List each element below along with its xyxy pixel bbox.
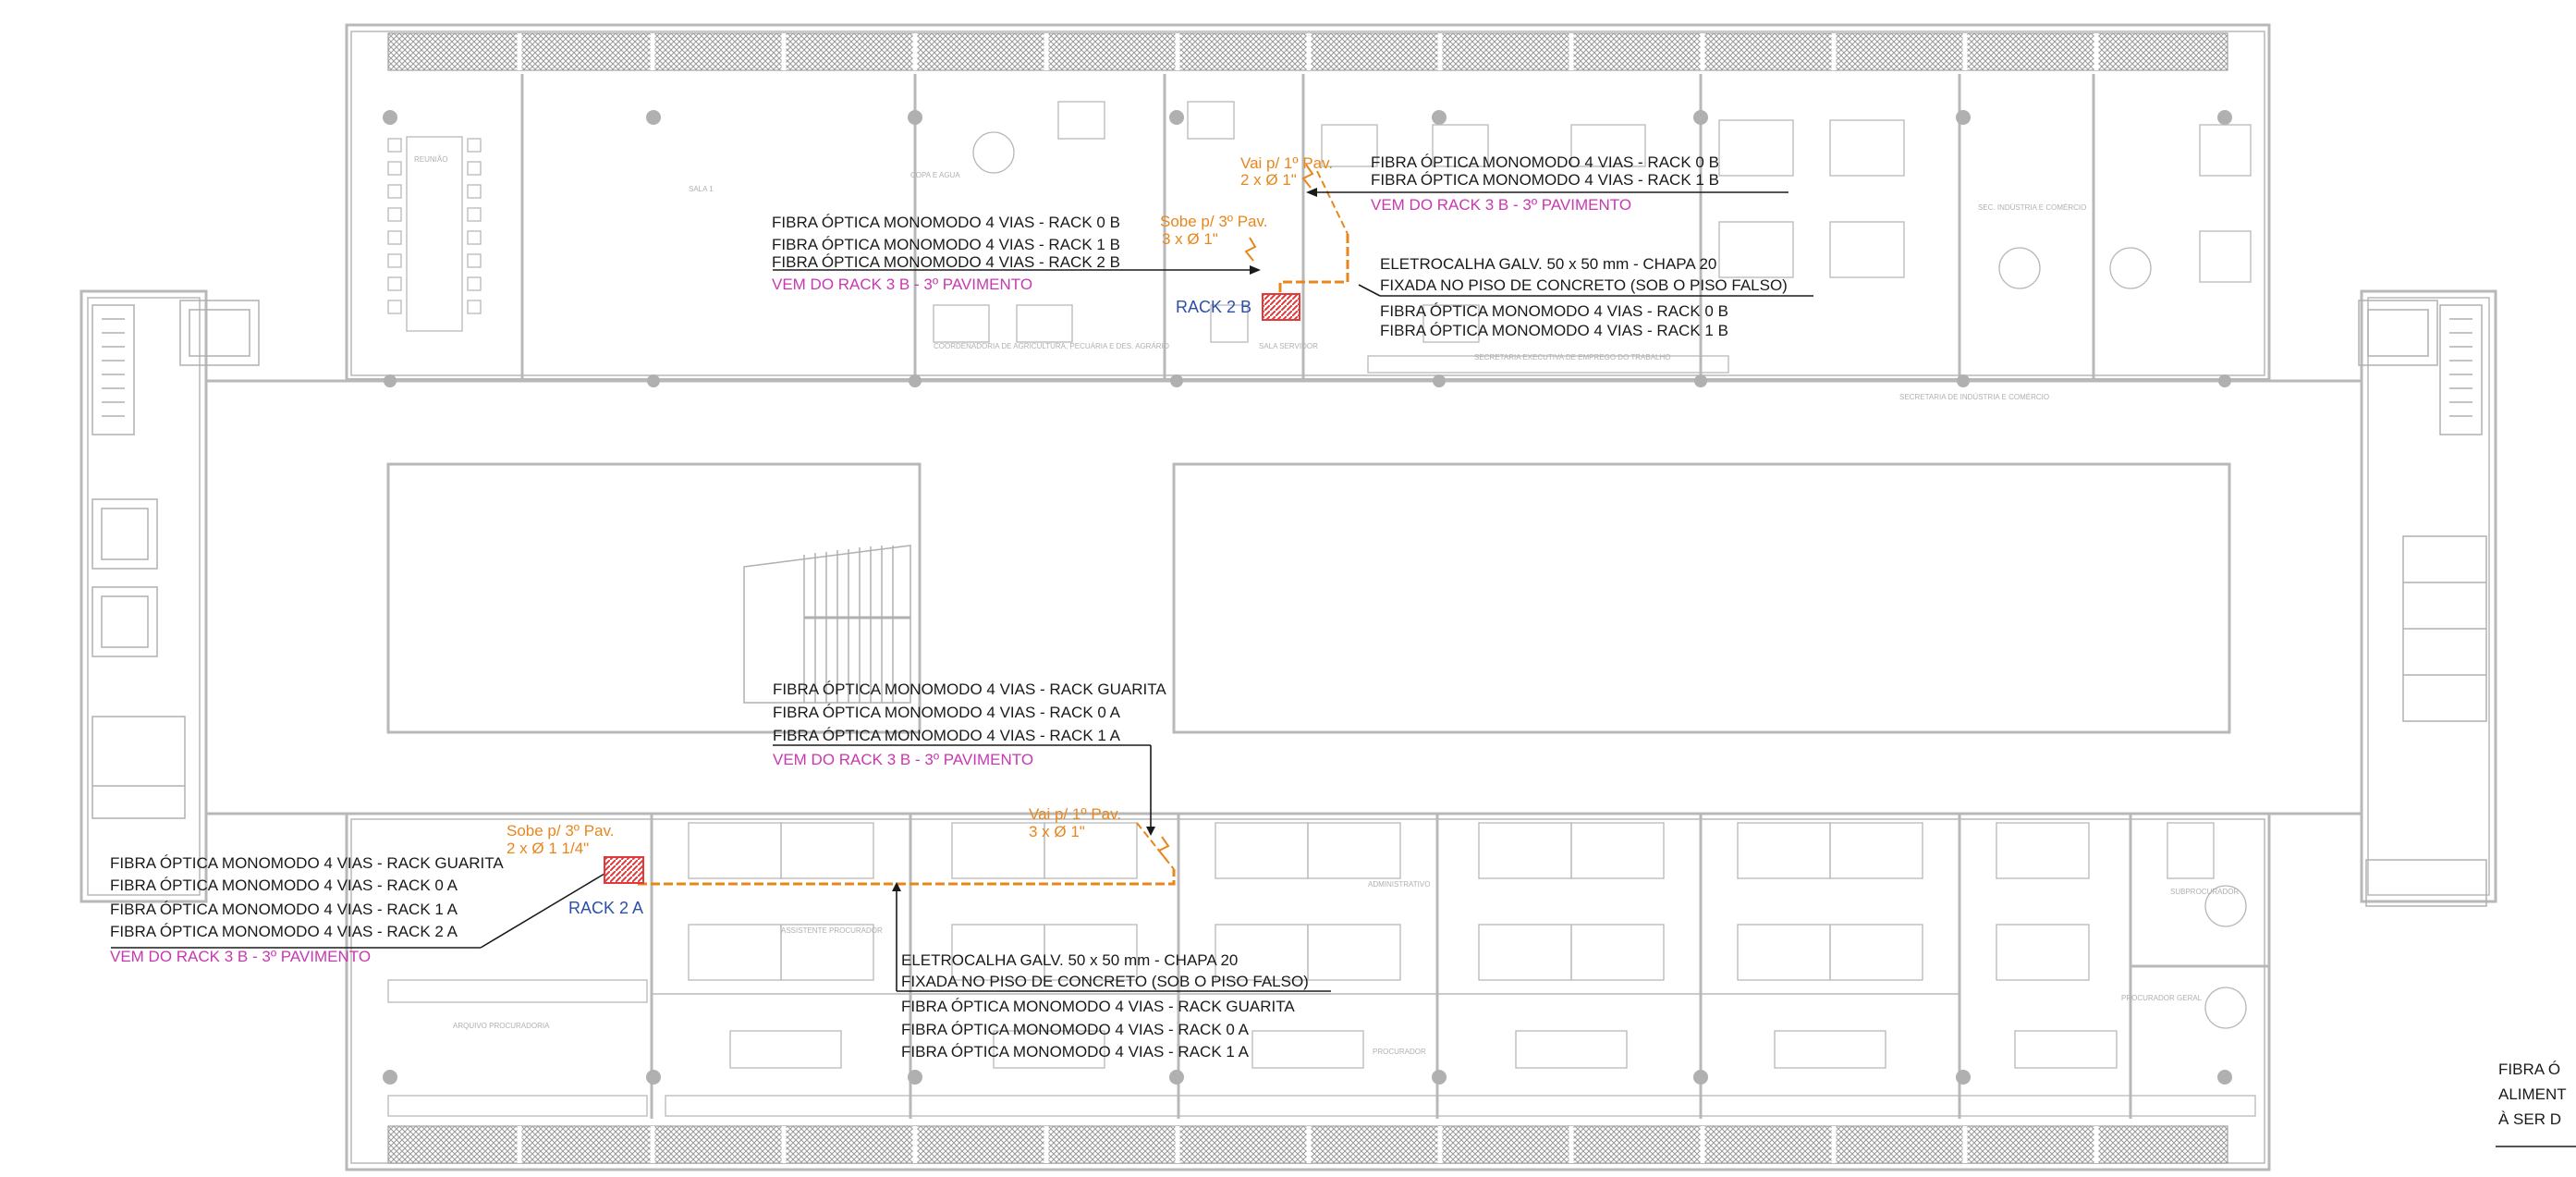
top-tray-line-1: ELETROCALHA GALV. 50 x 50 mm - CHAPA 20 <box>1380 255 1717 273</box>
cable-routes <box>111 164 2576 1147</box>
top-tray-line-2: FIXADA NO PISO DE CONCRETO (SOB O PISO F… <box>1380 276 1788 294</box>
top-left-cable-3: FIBRA ÓPTICA MONOMODO 4 VIAS - RACK 2 B <box>772 253 1120 271</box>
bottom-mid-cable-3: FIBRA ÓPTICA MONOMODO 4 VIAS - RACK 1 A <box>773 727 1120 744</box>
top-conduit-down-2: 2 x Ø 1" <box>1240 171 1297 189</box>
room-label-sec-trab: SECRETARIA EXECUTIVA DE EMPREGO DO TRABA… <box>1474 353 1671 362</box>
room-label-sala1: SALA 1 <box>689 185 714 193</box>
cable-tray-top <box>1278 234 1349 294</box>
room-label-sala-servidor: SALA SERVIDOR <box>1259 342 1318 350</box>
room-label-copa: COPA E AGUA <box>910 171 960 179</box>
top-conduit-up-2: 3 x Ø 1" <box>1162 230 1218 248</box>
left-stair-block <box>92 300 260 819</box>
furniture <box>387 101 2256 1117</box>
room-label-procurador: PROCURADOR <box>1373 1048 1426 1056</box>
leader-bottom-left-d <box>480 873 605 949</box>
room-label-subprocurador: SUBPROCURADOR <box>2170 888 2240 896</box>
room-label-reuniao: REUNIÃO <box>414 155 448 164</box>
bottom-conduit-down-2: 3 x Ø 1" <box>1029 823 1085 840</box>
bottom-tray-cable-3: FIBRA ÓPTICA MONOMODO 4 VIAS - RACK 1 A <box>901 1043 1249 1061</box>
edge-note-line-3: À SER D <box>2498 1110 2562 1128</box>
bottom-mid-cable-2: FIBRA ÓPTICA MONOMODO 4 VIAS - RACK 0 A <box>773 704 1120 721</box>
conduit-break-top-1 <box>1244 237 1257 262</box>
leader-top-tray <box>1358 284 1381 297</box>
bottom-left-origin: VEM DO RACK 3 B - 3º PAVIMENTO <box>110 948 372 965</box>
bottom-tray-cable-1: FIBRA ÓPTICA MONOMODO 4 VIAS - RACK GUAR… <box>901 998 1295 1015</box>
bottom-left-cable-4: FIBRA ÓPTICA MONOMODO 4 VIAS - RACK 2 A <box>110 923 458 940</box>
top-tray-cable-1: FIBRA ÓPTICA MONOMODO 4 VIAS - RACK 0 B <box>1380 302 1728 320</box>
central-stair <box>743 545 911 704</box>
cable-tray-bottom <box>638 869 1176 886</box>
conduit-break-bottom-2 <box>1157 836 1170 861</box>
arrow-top-right <box>1306 188 1317 197</box>
arrow-bottom-tray <box>892 882 901 891</box>
right-stair-block <box>2358 300 2487 907</box>
room-label-sec-ind: SEC. INDÚSTRIA E COMÉRCIO <box>1978 203 2087 212</box>
top-right-origin: VEM DO RACK 3 B - 3º PAVIMENTO <box>1371 196 1632 214</box>
bottom-left-cable-2: FIBRA ÓPTICA MONOMODO 4 VIAS - RACK 0 A <box>110 877 458 894</box>
room-label-sec-ind-full: SECRETARIA DE INDÚSTRIA E COMÉRCIO <box>1899 393 2050 401</box>
rack-2a-label: RACK 2 A <box>568 899 644 917</box>
rack-2a <box>604 856 644 884</box>
bottom-tray-line-2: FIXADA NO PISO DE CONCRETO (SOB O PISO F… <box>901 973 1309 990</box>
facade-panels-bottom <box>387 1125 2228 1164</box>
bottom-tray-line-1: ELETROCALHA GALV. 50 x 50 mm - CHAPA 20 <box>901 951 1239 969</box>
rack-2b <box>1262 293 1300 321</box>
bottom-conduit-up-2: 2 x Ø 1 1/4" <box>507 840 590 857</box>
arrow-top-left <box>1250 265 1261 275</box>
room-label-coord: COORDENADORIA DE AGRICULTURA, PECUÁRIA E… <box>934 342 1170 350</box>
structural-columns <box>383 110 2232 1085</box>
facade-panels-top <box>387 32 2228 71</box>
bottom-left-cable-3: FIBRA ÓPTICA MONOMODO 4 VIAS - RACK 1 A <box>110 901 458 918</box>
bottom-left-cable-1: FIBRA ÓPTICA MONOMODO 4 VIAS - RACK GUAR… <box>110 854 504 872</box>
room-label-assistente: ASSISTENTE PROCURADOR <box>781 926 883 935</box>
bottom-tray-cable-2: FIBRA ÓPTICA MONOMODO 4 VIAS - RACK 0 A <box>901 1021 1249 1038</box>
top-conduit-down-1: Vai p/ 1º Pav. <box>1240 154 1334 172</box>
top-left-cable-1: FIBRA ÓPTICA MONOMODO 4 VIAS - RACK 0 B <box>772 214 1120 231</box>
arrow-bottom-mid <box>1146 827 1155 836</box>
room-label-proc-geral: PROCURADOR GERAL <box>2121 994 2203 1002</box>
room-label-arquivo: ARQUIVO PROCURADORIA <box>453 1022 550 1030</box>
rack-2b-label: RACK 2 B <box>1176 298 1252 316</box>
top-left-origin: VEM DO RACK 3 B - 3º PAVIMENTO <box>772 276 1033 293</box>
room-label-administrativo: ADMINISTRATIVO <box>1368 880 1431 889</box>
top-right-cable-1: FIBRA ÓPTICA MONOMODO 4 VIAS - RACK 0 B <box>1371 153 1719 171</box>
conduit-break-top-2 <box>1301 164 1314 189</box>
top-left-cable-2: FIBRA ÓPTICA MONOMODO 4 VIAS - RACK 1 B <box>772 236 1120 253</box>
bottom-conduit-up-1: Sobe p/ 3º Pav. <box>507 822 615 840</box>
top-conduit-up-1: Sobe p/ 3º Pav. <box>1160 213 1268 230</box>
top-right-cable-2: FIBRA ÓPTICA MONOMODO 4 VIAS - RACK 1 B <box>1371 171 1719 189</box>
conduit-bottom-link <box>1136 822 1175 870</box>
bottom-mid-origin: VEM DO RACK 3 B - 3º PAVIMENTO <box>773 751 1034 768</box>
top-tray-cable-2: FIBRA ÓPTICA MONOMODO 4 VIAS - RACK 1 B <box>1380 322 1728 339</box>
bottom-mid-cable-1: FIBRA ÓPTICA MONOMODO 4 VIAS - RACK GUAR… <box>773 680 1166 698</box>
edge-note-line-2: ALIMENT <box>2498 1085 2567 1103</box>
conduit-top-link <box>1316 170 1349 235</box>
bottom-conduit-down-1: Vai p/ 1º Pav. <box>1029 805 1122 823</box>
edge-note-line-1: FIBRA Ó <box>2498 1061 2561 1078</box>
